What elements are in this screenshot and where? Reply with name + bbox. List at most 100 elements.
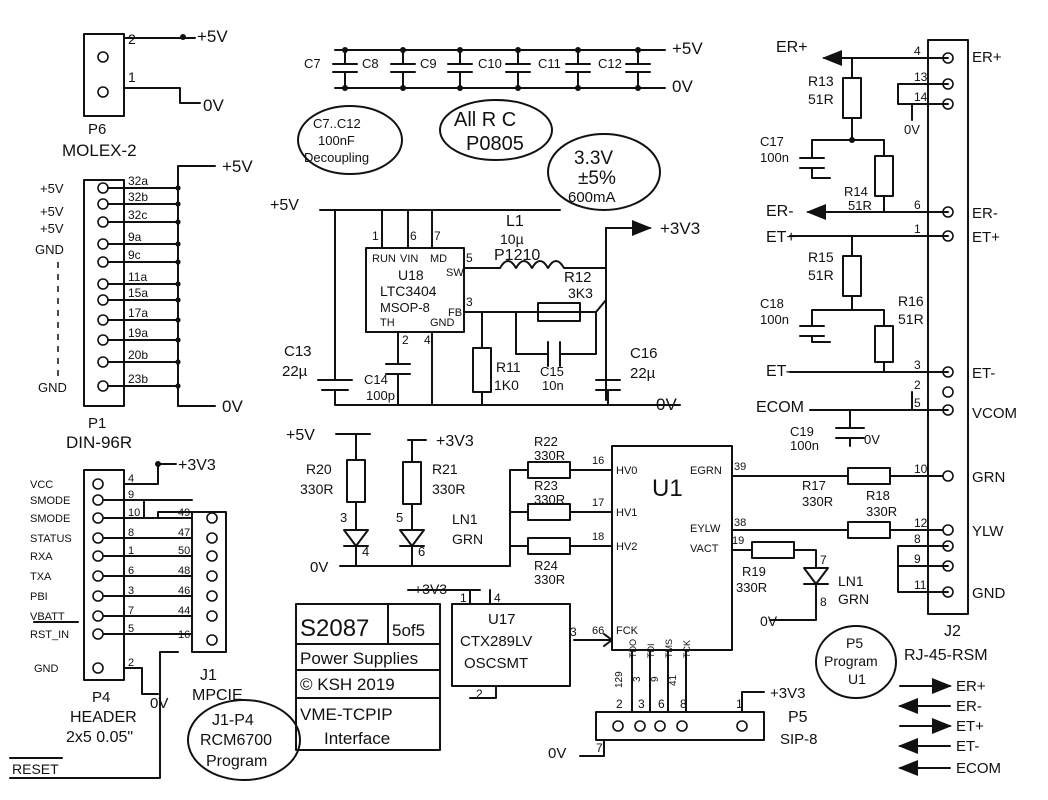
note-program-l1: J1-P4 <box>212 712 254 729</box>
note-power-l2: ±5% <box>578 168 616 189</box>
p6-pin1-label: 1 <box>128 69 136 85</box>
j2-pin-label: 3 <box>914 358 921 372</box>
p6-pin2-label: 2 <box>128 31 136 47</box>
u1-body <box>611 445 733 651</box>
p1-pin-15a <box>97 294 109 306</box>
led5-pin5: 5 <box>396 510 403 525</box>
j1-body <box>191 511 227 653</box>
p4-pin-number: 4 <box>128 473 134 485</box>
l1-value: 10µ <box>500 231 524 247</box>
r24-ref: R24 <box>534 558 558 573</box>
p4-pin <box>92 478 104 490</box>
p6-body <box>83 33 125 117</box>
legend-label: ECOM <box>956 760 1001 777</box>
p1-pin-11a <box>97 278 109 290</box>
p4-signal-label: RXA <box>30 551 53 563</box>
p5-body <box>595 711 765 741</box>
j2-pin-label: 13 <box>914 70 928 84</box>
u1-p18: 18 <box>592 531 604 543</box>
u1-p39: 39 <box>734 461 746 473</box>
u1-led-ln1: LN1 <box>838 573 864 589</box>
p4-name: HEADER <box>70 709 137 726</box>
p5-plus33: +3V3 <box>770 685 805 702</box>
r21-body <box>402 461 422 505</box>
r20-ref: R20 <box>306 461 332 477</box>
j2-right-label: ET- <box>972 365 995 382</box>
r15-ref: R15 <box>808 249 834 265</box>
p1-label-gnd-1: GND <box>35 242 64 257</box>
p4-signal-label: RST_IN <box>30 629 69 641</box>
r14-body <box>874 155 894 197</box>
c8-label: C8 <box>362 56 379 71</box>
c14-value: 100p <box>366 388 395 403</box>
p1-label-gnd-2: GND <box>38 380 67 395</box>
title-doc: S2087 <box>300 615 369 642</box>
j2-erm-left: ER- <box>766 203 794 220</box>
j2-right-label: GRN <box>972 469 1005 486</box>
u18-zero: 0V <box>656 395 677 414</box>
p5-pin-6: 6 <box>658 697 665 711</box>
u18-plus5: +5V <box>270 197 299 214</box>
title-project: VME-TCPIP <box>300 705 393 724</box>
junction-dot <box>457 47 463 53</box>
junction-dot <box>575 47 581 53</box>
r18-value: 330R <box>866 504 897 519</box>
r21-ref: R21 <box>432 461 458 477</box>
p4-pin <box>92 590 104 602</box>
u17-name: OSCSMT <box>464 655 528 672</box>
r18-body <box>847 521 891 539</box>
j2-pin-10 <box>942 470 954 482</box>
p1-pin-9c <box>97 256 109 268</box>
r16-ref: R16 <box>898 293 924 309</box>
u1-chip: U1 R22 330R R23 330R R24 330R 16 17 18 H… <box>509 434 949 713</box>
p1-pin-label: 9c <box>128 248 141 262</box>
p1-pin-label: 17a <box>128 306 148 320</box>
j2-pin-label: 6 <box>914 198 921 212</box>
p1-pin-label: 15a <box>128 286 148 300</box>
j1-pin-label: 16 <box>178 629 190 641</box>
j1-pin-48 <box>206 570 218 582</box>
j1-pin-44 <box>206 610 218 622</box>
c10-label: C10 <box>478 56 502 71</box>
title-copy: © KSH 2019 <box>300 675 395 694</box>
u18-pin1: 1 <box>372 229 379 243</box>
j1-pin-label: 46 <box>178 585 190 597</box>
u17-pin3: 3 <box>570 625 577 639</box>
u1-vact: VACT <box>690 543 719 555</box>
r12-value: 3K3 <box>568 285 593 301</box>
junction-dot <box>400 47 406 53</box>
p4-signal-label: GND <box>34 663 59 675</box>
j2-pin-label: 10 <box>914 462 928 476</box>
j1-pin-label: 44 <box>178 605 190 617</box>
u1-p41: 41 <box>668 674 679 686</box>
u18-fb: FB <box>448 307 462 319</box>
title-sheet: 5of5 <box>392 621 425 640</box>
note-program-l2: RCM6700 <box>200 732 272 749</box>
u1-p16: 16 <box>592 455 604 467</box>
j1-pin-49 <box>206 512 218 524</box>
legend-label: ER- <box>956 698 982 715</box>
u18-vin: VIN <box>400 253 418 265</box>
j2-zero-1: 0V <box>904 122 920 137</box>
j2-right-label: GND <box>972 585 1006 602</box>
title-name: Power Supplies <box>300 649 418 668</box>
p1-pin-17a <box>97 314 109 326</box>
p5-pin-1: 1 <box>736 697 743 711</box>
j2-pin-2 <box>942 386 954 398</box>
p4-reset: RESET <box>12 761 59 777</box>
decoupling-cap-12 <box>625 49 651 89</box>
j2-pin-label: 8 <box>914 532 921 546</box>
u1-p3: 3 <box>632 676 643 682</box>
c11-label: C11 <box>538 56 561 71</box>
p4-pin <box>92 532 104 544</box>
c17-ref: C17 <box>760 134 784 149</box>
j2-legend-zero: 0V <box>864 432 880 447</box>
u1-led-pin7: 7 <box>820 553 827 567</box>
p4-pin <box>92 494 104 506</box>
r12-body <box>537 302 581 322</box>
r19-value: 330R <box>736 580 767 595</box>
u18-pkg: MSOP-8 <box>380 300 430 315</box>
c19-value: 100n <box>790 438 819 453</box>
c15-ref: C15 <box>540 364 564 379</box>
p4-pin-number: 7 <box>128 605 134 617</box>
